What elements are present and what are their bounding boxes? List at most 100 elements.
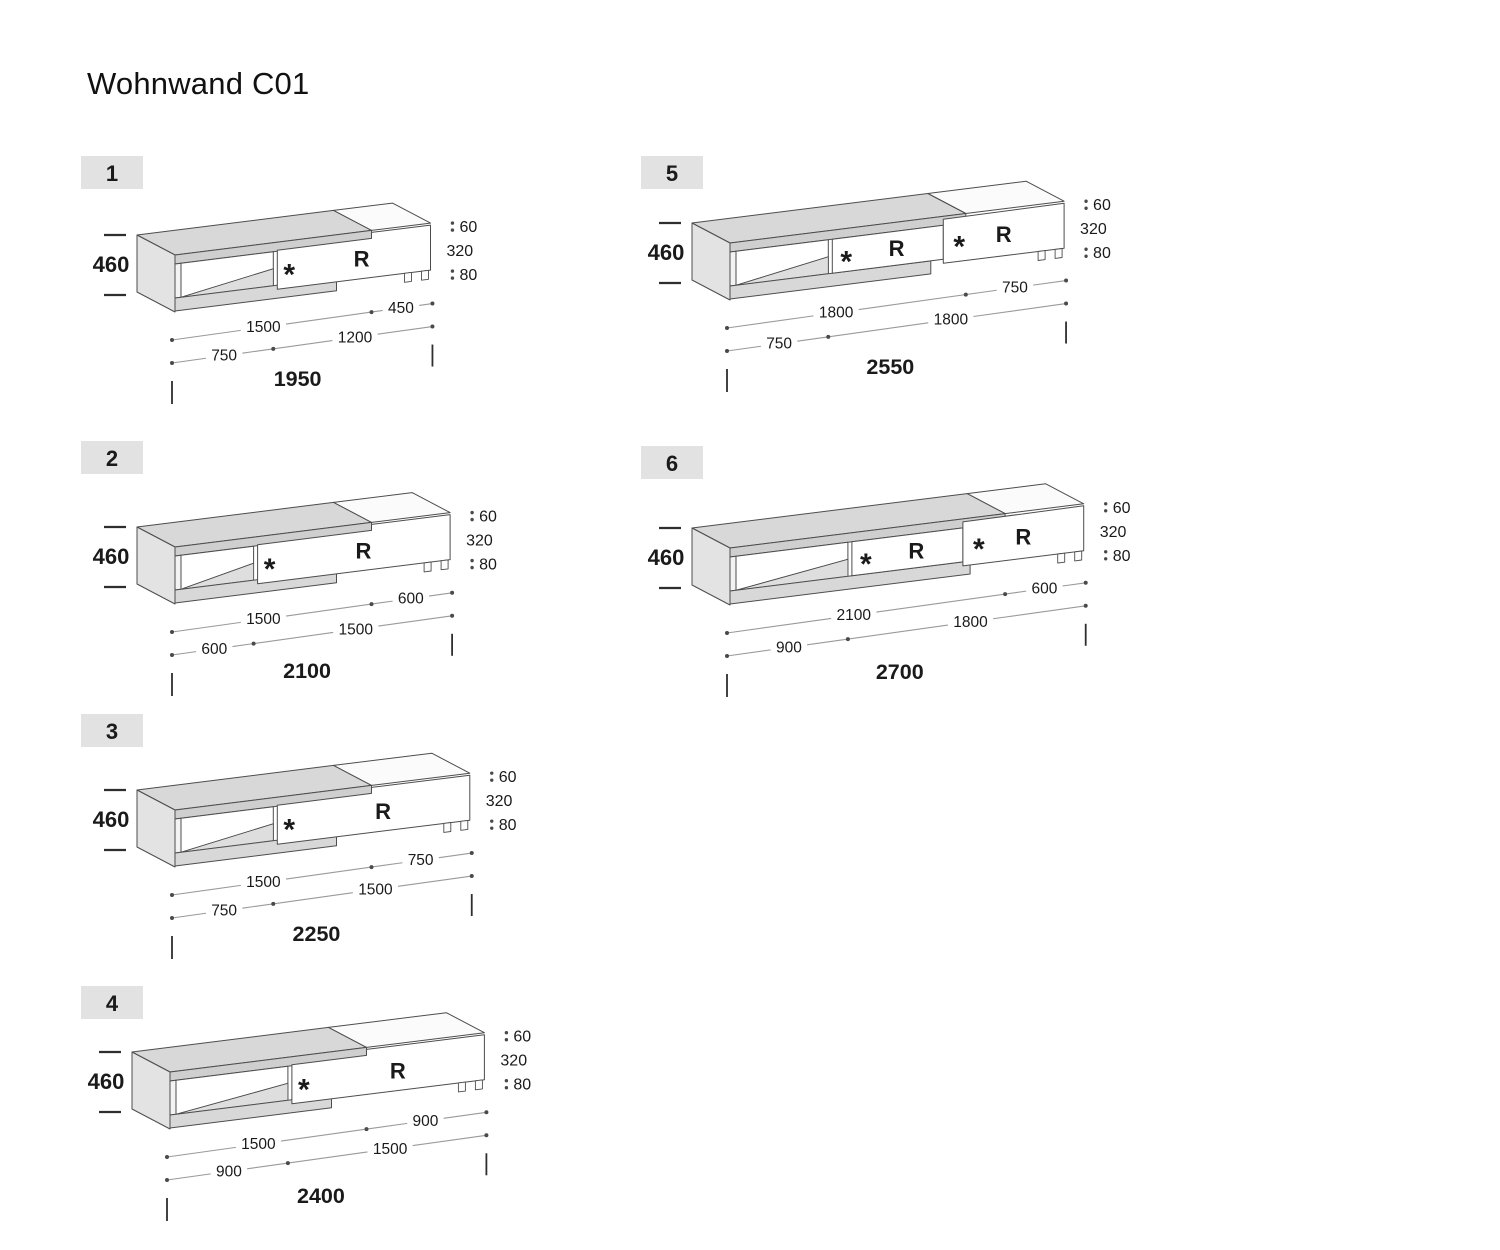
dim-dot bbox=[1084, 254, 1088, 258]
variant-badge-number: 1 bbox=[106, 161, 118, 186]
dim-line bbox=[858, 289, 997, 311]
flap-r-label: R bbox=[375, 799, 391, 824]
dim-line bbox=[285, 309, 383, 325]
dim-dot bbox=[450, 221, 455, 225]
right-dim-80: 80 bbox=[479, 557, 497, 574]
dim-line bbox=[171, 357, 207, 364]
dim-dot bbox=[364, 1127, 369, 1132]
drawer-asterisk-label: * bbox=[973, 533, 985, 566]
dim-line bbox=[993, 605, 1086, 620]
height-dim-label: 460 bbox=[648, 545, 685, 570]
dim-label: 900 bbox=[776, 639, 802, 656]
right-dim-320: 320 bbox=[486, 793, 513, 810]
dim-dot bbox=[271, 901, 276, 906]
dim-label: 1500 bbox=[241, 1136, 276, 1153]
right-dim-320: 320 bbox=[446, 243, 473, 260]
dim-line bbox=[242, 892, 353, 909]
total-width-label: 2100 bbox=[283, 659, 331, 683]
dim-dot bbox=[1084, 247, 1088, 251]
dim-line bbox=[876, 590, 1027, 613]
right-dim-320: 320 bbox=[500, 1053, 527, 1070]
variant-badge bbox=[641, 446, 703, 479]
compartment-floor-edge bbox=[735, 558, 849, 591]
extension-foot bbox=[474, 1079, 483, 1091]
dim-line bbox=[378, 615, 453, 627]
variant-badge bbox=[81, 441, 143, 474]
extension-foot bbox=[404, 271, 412, 283]
dim-label: 750 bbox=[211, 348, 237, 365]
dim-dot bbox=[430, 301, 435, 306]
dim-line bbox=[412, 1134, 487, 1147]
dim-line bbox=[419, 302, 433, 306]
dim-label: 1200 bbox=[338, 329, 373, 346]
dim-dot bbox=[470, 510, 474, 515]
dim-line bbox=[726, 345, 762, 352]
dim-dot bbox=[725, 631, 729, 635]
dim-dot bbox=[170, 338, 174, 342]
dim-dot bbox=[450, 590, 455, 595]
right-dim-80: 80 bbox=[459, 267, 477, 284]
compartment-floor-edge bbox=[180, 823, 274, 853]
dim-line bbox=[242, 340, 333, 354]
height-dim-label: 460 bbox=[88, 1069, 125, 1094]
dim-label: 1800 bbox=[934, 312, 969, 329]
dim-dot bbox=[430, 324, 435, 329]
dim-dot bbox=[369, 602, 374, 607]
dim-line bbox=[171, 651, 197, 656]
dim-label: 1800 bbox=[953, 614, 988, 631]
total-width-label: 2250 bbox=[293, 922, 341, 946]
dim-label: 1500 bbox=[246, 319, 281, 336]
dim-dot bbox=[170, 630, 174, 634]
compartment-floor-edge bbox=[175, 1082, 289, 1115]
drawer-asterisk-label: * bbox=[283, 259, 295, 292]
variant-badge bbox=[81, 714, 143, 747]
dim-line bbox=[438, 852, 472, 859]
dim-label: 750 bbox=[211, 903, 237, 920]
variant-badge bbox=[81, 156, 143, 189]
dim-dot bbox=[1104, 550, 1108, 554]
dim-dot bbox=[490, 819, 494, 823]
dim-dot bbox=[369, 310, 374, 315]
dim-label: 750 bbox=[1002, 280, 1028, 297]
dim-dot bbox=[165, 1178, 169, 1182]
compartment-floor-edge bbox=[180, 268, 274, 298]
dim-label: 750 bbox=[766, 336, 792, 353]
dim-line bbox=[1033, 279, 1067, 286]
dim-dot bbox=[1104, 502, 1108, 506]
dim-line bbox=[1062, 582, 1086, 587]
extension-foot bbox=[1074, 550, 1083, 562]
dim-dot bbox=[450, 613, 455, 618]
extension-foot bbox=[423, 561, 432, 573]
dim-dot bbox=[285, 1161, 290, 1166]
dim-line bbox=[726, 315, 814, 329]
right-dim-80: 80 bbox=[513, 1077, 531, 1094]
total-width-label: 2550 bbox=[866, 355, 914, 379]
left-end-panel bbox=[691, 527, 731, 606]
dim-dot bbox=[504, 1038, 509, 1042]
front-panel bbox=[291, 1034, 485, 1105]
dim-line bbox=[443, 1111, 487, 1119]
dim-dot bbox=[725, 349, 729, 353]
right-dim-60: 60 bbox=[1093, 197, 1111, 214]
dim-label: 1500 bbox=[246, 874, 281, 891]
dim-line bbox=[973, 302, 1067, 318]
dim-dot bbox=[490, 778, 494, 782]
dim-dot bbox=[470, 565, 474, 570]
dim-dot bbox=[504, 1086, 509, 1090]
left-inner-wall bbox=[174, 554, 182, 591]
right-dim-80: 80 bbox=[1113, 548, 1131, 565]
dim-dot bbox=[1083, 603, 1088, 608]
left-inner-wall bbox=[174, 817, 182, 854]
left-inner-wall bbox=[174, 262, 182, 299]
compartment-floor-edge bbox=[735, 256, 829, 286]
dim-dot bbox=[1084, 199, 1088, 203]
dim-label: 600 bbox=[1031, 581, 1057, 598]
dim-label: 600 bbox=[201, 641, 227, 658]
